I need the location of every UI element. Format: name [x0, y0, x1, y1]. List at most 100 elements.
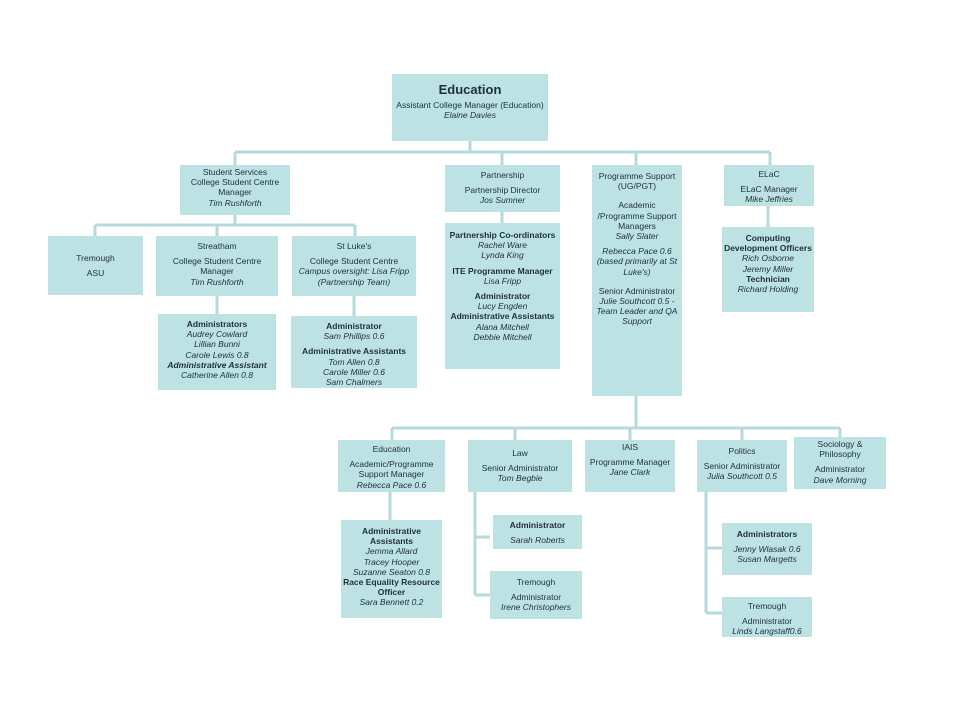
box-person: Audrey Cowlard — [186, 329, 248, 340]
box-person: Sam Phillips 0.6 — [323, 331, 385, 342]
box-role: Administrator — [741, 616, 793, 627]
box-role: Senior Administrator — [598, 285, 676, 296]
politics-box: Politics Senior Administrator Julia Sout… — [697, 440, 787, 492]
iais-box: IAIS Programme Manager Jane Clark — [585, 440, 675, 492]
box-person: Jos Sumner — [479, 195, 526, 206]
box-person: Elaine Davies — [444, 109, 496, 120]
box-role: Administrative Assistant — [167, 359, 267, 370]
box-role: Senior Administrator — [481, 463, 559, 474]
box-person: Lillian Bunni — [194, 339, 240, 350]
box-role: Academic /Programme Support Managers — [597, 200, 677, 231]
box-role: College Student Centre Manager — [172, 256, 262, 277]
box-title: Programme Support (UG/PGT) — [598, 171, 676, 192]
box-person: Rebecca Pace 0.6 — [356, 479, 427, 490]
box-role: Computing Development Officers — [724, 233, 812, 254]
box-role: Administrative Assistants — [301, 346, 407, 357]
box-role: ELaC Manager — [740, 184, 798, 195]
box-person: Tom Allen 0.8 — [328, 356, 380, 367]
box-title: Law — [512, 448, 528, 458]
box-role: Partnership Co-ordinators — [449, 230, 556, 240]
education-head-box: Education Assistant College Manager (Edu… — [392, 74, 548, 141]
box-person: Rebecca Pace 0.6 (based primarily at St … — [596, 246, 678, 277]
box-title: St Luke's — [336, 241, 372, 251]
box-person: Susan Margetts — [737, 554, 797, 565]
streatham-box: Streatham College Student Centre Manager… — [156, 236, 278, 296]
box-person: Lynda King — [481, 250, 524, 261]
box-title: ELaC — [758, 169, 780, 179]
box-person: Tom Begbie — [497, 473, 543, 484]
box-person: (Partnership Team) — [317, 276, 391, 287]
student-services-box: Student Services College Student Centre … — [180, 165, 290, 215]
politics-tremough-box: Tremough Administrator Linds Langstaff0.… — [722, 597, 812, 637]
box-title: Student Services — [202, 167, 268, 177]
box-role: Administrative Assistants — [361, 526, 422, 547]
box-role: ASU — [86, 268, 105, 279]
box-title: Politics — [728, 446, 756, 456]
st-lukes-box: St Luke's College Student Centre Campus … — [292, 236, 416, 296]
programme-support-box: Programme Support (UG/PGT) Academic /Pro… — [592, 165, 682, 396]
box-title: Education — [438, 82, 502, 97]
box-role: Programme Manager — [589, 457, 671, 468]
box-person: Carole Lewis 0.8 — [185, 349, 249, 360]
box-title: Tremough — [516, 577, 556, 587]
st-lukes-admins-box: Administrator Sam Phillips 0.6 Administr… — [291, 316, 417, 388]
box-role: College Student Centre Manager — [190, 177, 280, 198]
streatham-admins-box: Administrators Audrey Cowlard Lillian Bu… — [158, 314, 276, 390]
box-role: ITE Programme Manager — [452, 265, 553, 276]
law-tremough-box: Tremough Administrator Irene Christopher… — [490, 571, 582, 619]
box-role: Administrator — [326, 321, 382, 331]
partnership-team-box: Partnership Co-ordinators Rachel Ware Ly… — [445, 223, 560, 369]
box-person: Julia Southcott 0.5 — [707, 471, 777, 482]
box-title: Streatham — [197, 241, 237, 251]
education-dept-box: Education Academic/Programme Support Man… — [338, 440, 445, 492]
box-person: Tim Rushforth — [190, 276, 244, 287]
box-role: Administrative Assistants — [450, 311, 555, 322]
box-person: Dave Morning — [813, 474, 867, 485]
box-person: Jenny Wlasak 0.6 — [733, 544, 801, 555]
box-role: College Student Centre — [309, 256, 399, 267]
box-person: Jemma Allard — [365, 546, 418, 557]
box-role: Administrator — [814, 464, 866, 475]
box-person: Jeremy Miller — [742, 263, 794, 274]
box-person: Tracey Hooper — [363, 556, 420, 567]
box-person: Lisa Fripp — [483, 275, 522, 286]
box-person: Catherine Allen 0.8 — [181, 369, 253, 380]
computing-officers-box: Computing Development Officers Rich Osbo… — [722, 227, 814, 312]
box-person: Richard Holding — [737, 283, 799, 294]
box-person: Tim Rushforth — [208, 197, 262, 208]
sociology-philosophy-box: Sociology & Philosophy Administrator Dav… — [794, 437, 886, 489]
box-person: Rachel Ware — [478, 240, 527, 251]
box-role: Administrator — [509, 520, 566, 530]
box-role: Partnership Director — [464, 185, 541, 196]
box-role: Administrators — [736, 529, 798, 539]
box-person: Carole Miller 0.6 — [323, 366, 385, 377]
law-box: Law Senior Administrator Tom Begbie — [468, 440, 572, 492]
partnership-box: Partnership Partnership Director Jos Sum… — [445, 165, 560, 212]
box-role: Technician — [746, 273, 790, 284]
box-person: Lucy Engden — [477, 301, 528, 312]
box-title: Sociology & Philosophy — [817, 439, 863, 460]
box-person: Linds Langstaff0.6 — [732, 626, 802, 637]
elac-box: ELaC ELaC Manager Mike Jeffries — [724, 165, 814, 206]
box-person: Campus oversight: Lisa Fripp — [298, 266, 410, 277]
box-role: Administrator — [510, 592, 562, 603]
box-person: Debbie Mitchell — [473, 331, 532, 342]
box-title: Tremough — [76, 253, 115, 263]
box-person: Suzanne Seaton 0.8 — [352, 566, 431, 577]
box-person: Sarah Roberts — [510, 535, 565, 546]
box-role: Assistant College Manager (Education) — [396, 99, 544, 110]
politics-admins-box: Administrators Jenny Wlasak 0.6 Susan Ma… — [722, 523, 812, 575]
box-person: Sally Slater — [615, 230, 659, 241]
box-person: Irene Christophers — [501, 602, 571, 613]
box-role: Academic/Programme Support Manager — [349, 459, 434, 480]
box-title: IAIS — [621, 442, 639, 452]
box-title: Tremough — [747, 601, 787, 611]
tremough-asu-box: Tremough ASU — [48, 236, 143, 295]
box-role: Administrators — [186, 319, 248, 329]
box-title: Education — [372, 444, 411, 454]
box-person: Rich Osborne — [742, 253, 794, 264]
box-person: Alana Mitchell — [476, 321, 529, 332]
box-role: Administrator — [474, 290, 531, 301]
